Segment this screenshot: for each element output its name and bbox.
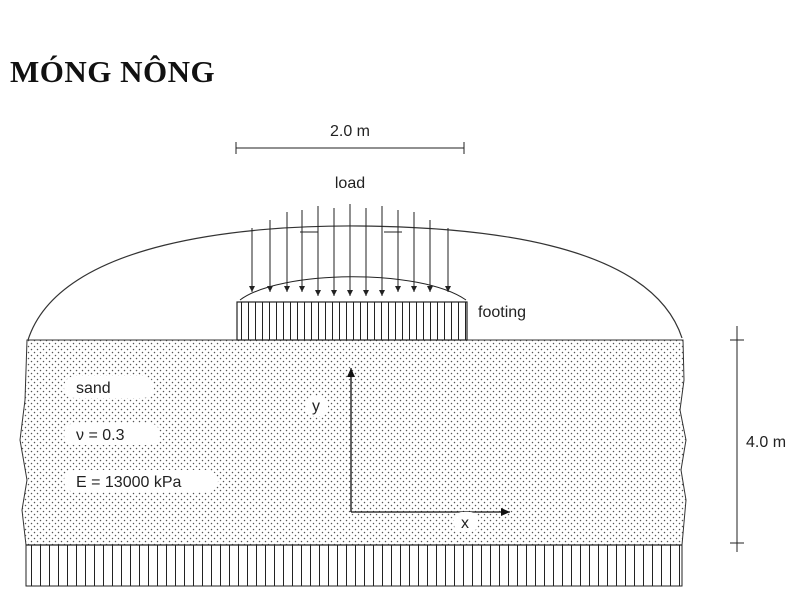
load-label: load xyxy=(335,175,365,192)
width-dimension-label: 2.0 m xyxy=(330,123,370,140)
modulus-label-bg xyxy=(64,470,218,492)
depth-dimension xyxy=(730,326,744,552)
poisson-label-bg xyxy=(64,423,160,445)
footing xyxy=(236,301,468,341)
y-axis-label: y xyxy=(312,398,320,415)
depth-dimension-label: 4.0 m xyxy=(746,434,786,451)
page-title: MÓNG NÔNG xyxy=(10,54,216,89)
footing-deformed-top xyxy=(239,276,467,301)
sand-label-bg xyxy=(64,376,154,398)
elastic-modulus-label: E = 13000 kPa xyxy=(76,474,182,491)
poisson-ratio-label: ν = 0.3 xyxy=(76,427,125,444)
deformed-surface-curve xyxy=(27,225,683,341)
footing-label: footing xyxy=(478,304,526,321)
rigid-base-hatched xyxy=(25,544,683,587)
y-axis-label-bg xyxy=(306,396,328,416)
x-axis-label-bg xyxy=(454,512,478,532)
width-dimension xyxy=(235,142,465,154)
x-axis-label: x xyxy=(461,515,469,532)
sand-layer xyxy=(19,339,687,546)
load-arrows xyxy=(249,204,451,296)
sand-label: sand xyxy=(76,380,111,397)
